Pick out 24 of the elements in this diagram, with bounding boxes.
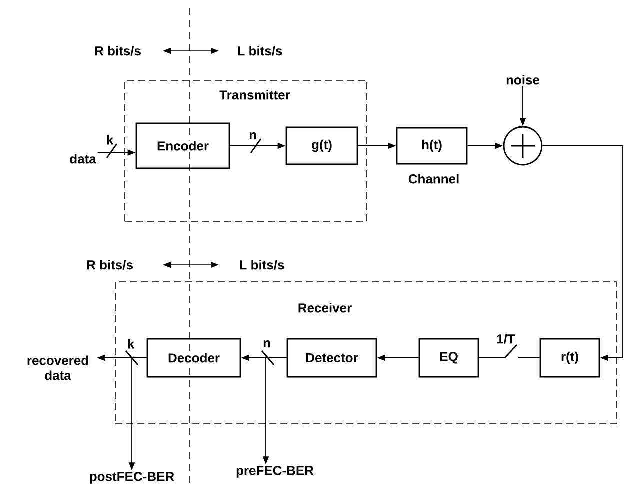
summing-junction bbox=[503, 126, 543, 166]
block-box: EQ bbox=[418, 338, 480, 378]
rate-label: R bits/s bbox=[95, 46, 141, 56]
block-caption: Channel bbox=[408, 174, 459, 184]
edge-label: n bbox=[250, 132, 256, 140]
edge-label: 1/T bbox=[497, 334, 516, 344]
block-box: Detector bbox=[286, 338, 378, 378]
edge-label: n bbox=[264, 340, 270, 348]
block-box: Decoder bbox=[146, 338, 242, 378]
rate-label: R bits/s bbox=[87, 260, 133, 270]
text-label: noise bbox=[506, 75, 540, 85]
edge-label: k bbox=[107, 135, 114, 145]
text-label: data bbox=[70, 154, 96, 164]
rate-label: L bits/s bbox=[240, 260, 284, 270]
text-label: recovered data bbox=[28, 356, 88, 380]
block-box: Encoder bbox=[136, 122, 230, 170]
text-label: preFEC-BER bbox=[236, 466, 314, 478]
block-box: g(t) bbox=[286, 126, 358, 166]
edge-label: k bbox=[128, 339, 135, 349]
block-box: h(t) bbox=[396, 127, 468, 165]
rate-label: L bits/s bbox=[238, 46, 282, 56]
arrow bbox=[542, 146, 624, 362]
block-box: r(t) bbox=[540, 338, 600, 378]
text-label: postFEC-BER bbox=[90, 472, 174, 484]
